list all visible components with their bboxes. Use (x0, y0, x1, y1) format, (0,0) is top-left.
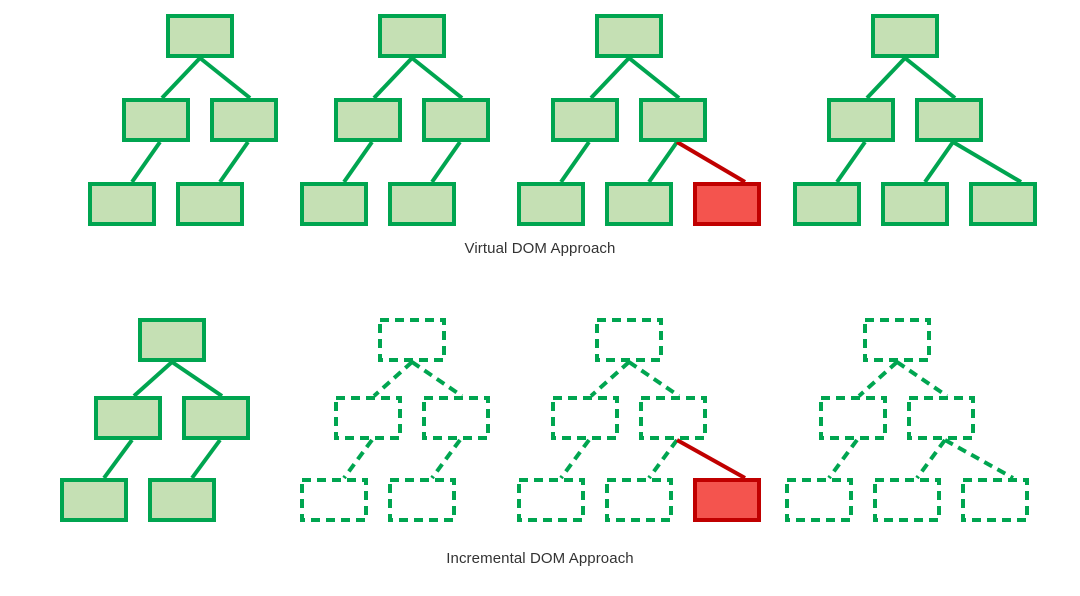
node-mid-right (422, 396, 490, 440)
edge-root-to-mid-left (132, 360, 174, 398)
node-root (595, 14, 663, 58)
node-root (863, 318, 931, 362)
edge-mid-right-to-leaf-3 (951, 140, 1023, 184)
edge-root-to-mid-left (372, 360, 414, 398)
node-leaf-1 (785, 478, 853, 522)
node-root (595, 318, 663, 362)
edge-root-to-mid-left (589, 56, 631, 100)
node-leaf-1 (300, 478, 368, 522)
node-mid-right (210, 98, 278, 142)
edge-mid-right-to-leaf-2 (647, 438, 679, 480)
node-mid-left (819, 396, 887, 440)
node-mid-right (182, 396, 250, 440)
edge-mid-left-to-leaf-1 (827, 438, 859, 480)
tree-incremental-tree-1 (60, 318, 250, 522)
node-leaf-2 (388, 182, 456, 226)
tree-virtual-tree-3 (517, 14, 761, 226)
edge-root-to-mid-left (857, 360, 899, 398)
node-mid-left (551, 98, 619, 142)
node-mid-right (639, 98, 707, 142)
caption-incremental-dom: Incremental DOM Approach (446, 550, 634, 567)
node-leaf-2 (881, 182, 949, 226)
edge-root-to-mid-right (895, 360, 949, 398)
edge-mid-right-to-leaf-2 (190, 438, 222, 480)
caption-virtual-dom: Virtual DOM Approach (464, 240, 616, 257)
tree-incremental-tree-4 (785, 318, 1029, 522)
edge-mid-left-to-leaf-1 (342, 438, 374, 480)
node-mid-left (334, 396, 402, 440)
node-leaf-2 (388, 478, 456, 522)
node-leaf-1 (793, 182, 861, 226)
node-root (138, 318, 206, 362)
tree-virtual-tree-2 (300, 14, 490, 226)
node-leaf-1 (88, 182, 156, 226)
node-leaf-3 (961, 478, 1029, 522)
tree-incremental-tree-2 (300, 318, 490, 522)
node-leaf-3 (693, 182, 761, 226)
edge-root-to-mid-left (589, 360, 631, 398)
edge-mid-right-to-leaf-2 (430, 140, 462, 184)
edge-mid-right-to-leaf-2 (915, 438, 947, 480)
edge-mid-right-to-leaf-3 (675, 140, 747, 184)
node-mid-left (334, 98, 402, 142)
edge-root-to-mid-right (170, 360, 224, 398)
node-mid-right (907, 396, 975, 440)
tree-virtual-tree-1 (88, 14, 278, 226)
node-leaf-2 (873, 478, 941, 522)
edge-root-to-mid-left (160, 56, 202, 100)
node-mid-left (827, 98, 895, 142)
edge-root-to-mid-left (372, 56, 414, 100)
node-mid-right (422, 98, 490, 142)
node-mid-left (94, 396, 162, 440)
node-leaf-2 (605, 478, 673, 522)
edge-mid-left-to-leaf-1 (130, 140, 162, 184)
edge-mid-left-to-leaf-1 (102, 438, 134, 480)
node-mid-left (122, 98, 190, 142)
node-leaf-2 (605, 182, 673, 226)
tree-groups (60, 14, 1037, 522)
edge-mid-right-to-leaf-2 (218, 140, 250, 184)
node-root (378, 14, 446, 58)
tree-incremental-tree-3 (517, 318, 761, 522)
edge-mid-left-to-leaf-1 (559, 140, 591, 184)
node-leaf-1 (300, 182, 368, 226)
edge-root-to-mid-right (627, 360, 681, 398)
node-mid-left (551, 396, 619, 440)
edge-root-to-mid-right (627, 56, 681, 100)
node-mid-right (639, 396, 707, 440)
node-leaf-3 (693, 478, 761, 522)
edge-mid-right-to-leaf-2 (647, 140, 679, 184)
edge-root-to-mid-right (410, 360, 464, 398)
edge-mid-left-to-leaf-1 (342, 140, 374, 184)
edge-mid-right-to-leaf-2 (430, 438, 462, 480)
node-leaf-1 (517, 182, 585, 226)
edge-root-to-mid-right (410, 56, 464, 100)
node-mid-right (915, 98, 983, 142)
node-leaf-3 (969, 182, 1037, 226)
edge-mid-left-to-leaf-1 (559, 438, 591, 480)
edge-mid-right-to-leaf-3 (944, 438, 1014, 480)
node-leaf-2 (176, 182, 244, 226)
node-leaf-1 (60, 478, 128, 522)
edge-root-to-mid-right (198, 56, 252, 100)
edge-root-to-mid-right (903, 56, 957, 100)
edge-root-to-mid-left (865, 56, 907, 100)
node-leaf-1 (517, 478, 585, 522)
edge-mid-left-to-leaf-1 (835, 140, 867, 184)
edge-mid-right-to-leaf-2 (923, 140, 955, 184)
edge-mid-right-to-leaf-3 (676, 438, 746, 480)
node-root (166, 14, 234, 58)
node-root (871, 14, 939, 58)
tree-virtual-tree-4 (793, 14, 1037, 226)
node-root (378, 318, 446, 362)
node-leaf-2 (148, 478, 216, 522)
